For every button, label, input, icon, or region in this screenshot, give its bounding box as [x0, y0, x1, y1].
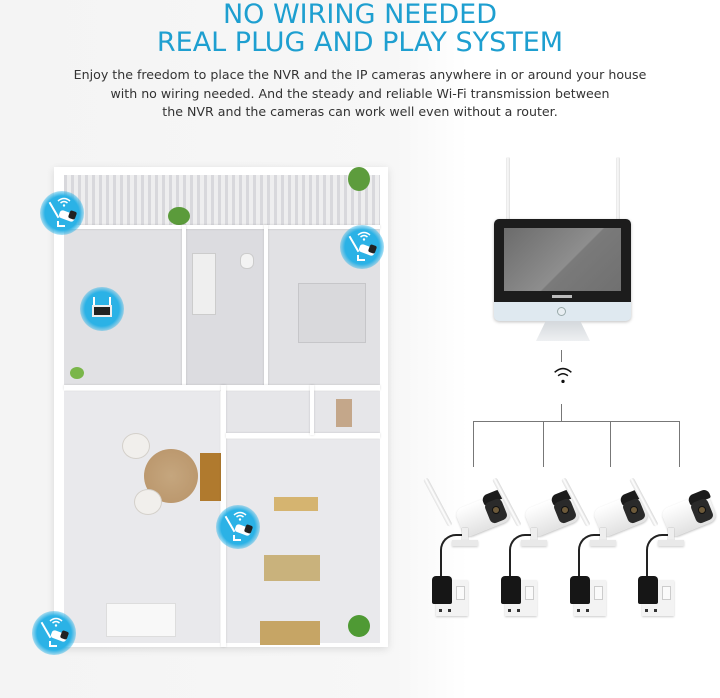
- wall: [226, 433, 380, 438]
- power-adapter: [570, 576, 590, 604]
- headline-line-1: NO WIRING NEEDED: [222, 0, 498, 30]
- camera-badge: [40, 191, 84, 235]
- power-cable: [578, 534, 600, 580]
- ip-camera: [491, 472, 581, 616]
- power-button-icon: [557, 307, 566, 316]
- antenna-right: [616, 157, 620, 221]
- lens-icon: [630, 506, 638, 514]
- nvr-monitor: [494, 157, 634, 347]
- connector-line: [561, 404, 562, 422]
- power-adapter: [432, 576, 452, 604]
- lens-icon: [561, 506, 569, 514]
- sideboard: [260, 621, 320, 645]
- brand-logo: [552, 295, 572, 298]
- monitor-body: [494, 219, 631, 321]
- camera-base: [452, 540, 478, 546]
- chair: [122, 433, 150, 459]
- camera-base: [658, 540, 684, 546]
- fireplace: [200, 453, 222, 501]
- lens-icon: [698, 506, 706, 514]
- connector-line: [610, 421, 611, 467]
- wall: [182, 225, 186, 387]
- antenna-icon: [109, 297, 111, 305]
- camera-badge: [216, 505, 260, 549]
- wifi-icon: [233, 511, 247, 521]
- monitor-icon: [92, 305, 112, 317]
- dining-table: [264, 555, 320, 581]
- description-line: Enjoy the freedom to place the NVR and t…: [73, 67, 647, 82]
- mount-icon: [49, 641, 57, 647]
- wall: [310, 385, 314, 435]
- description-line: the NVR and the cameras can work well ev…: [162, 104, 558, 119]
- camera-base: [521, 540, 547, 546]
- wifi-icon: [49, 617, 63, 627]
- wifi-icon: [554, 367, 572, 384]
- power-adapter: [638, 576, 658, 604]
- antenna-left: [506, 157, 510, 221]
- power-adapter: [501, 576, 521, 604]
- nvr-badge: [80, 287, 124, 331]
- ip-camera: [628, 472, 718, 616]
- antenna-icon: [93, 297, 95, 305]
- wifi-icon: [357, 231, 371, 241]
- camera-mount: [531, 528, 537, 542]
- wifi-icon: [57, 197, 71, 207]
- boxes: [336, 399, 352, 427]
- plant: [348, 615, 370, 637]
- ip-camera: [560, 472, 650, 616]
- monitor-screen: [504, 228, 621, 291]
- description-line: with no wiring needed. And the steady an…: [110, 85, 610, 101]
- plant: [348, 167, 370, 191]
- toilet: [240, 253, 254, 269]
- description: Enjoy the freedom to place the NVR and t…: [0, 66, 720, 122]
- connector-line: [679, 421, 680, 467]
- mount-icon: [357, 255, 365, 261]
- headline-line-2: REAL PLUG AND PLAY SYSTEM: [156, 27, 564, 58]
- balcony: [64, 175, 380, 225]
- power-cable: [440, 534, 462, 580]
- connector-line: [561, 350, 562, 362]
- camera-mount: [462, 528, 468, 542]
- hallway-floor: [226, 391, 310, 433]
- connector-line: [473, 421, 474, 467]
- camera-mount: [600, 528, 606, 542]
- power-cable: [509, 534, 531, 580]
- antenna-icon: [422, 477, 453, 528]
- monitor-stand: [536, 321, 590, 341]
- camera-mount: [668, 528, 674, 542]
- wall: [264, 225, 268, 387]
- bed: [298, 283, 366, 343]
- camera-base: [590, 540, 616, 546]
- ip-camera: [422, 472, 512, 616]
- sofa: [106, 603, 176, 637]
- plant: [168, 207, 190, 225]
- connector-line: [543, 421, 544, 467]
- power-cable: [646, 534, 668, 580]
- wall: [64, 225, 380, 229]
- floor-plan: [32, 163, 400, 655]
- mount-icon: [233, 535, 241, 541]
- shelf: [274, 497, 318, 511]
- mount-icon: [57, 221, 65, 227]
- living-room-floor: [64, 391, 220, 643]
- monitor-bezel: [494, 219, 631, 302]
- camera-badge: [340, 225, 384, 269]
- connector-line: [473, 421, 680, 422]
- bathtub: [192, 253, 216, 315]
- plant: [70, 367, 84, 379]
- camera-badge: [32, 611, 76, 655]
- chair: [134, 489, 162, 515]
- lens-icon: [492, 506, 500, 514]
